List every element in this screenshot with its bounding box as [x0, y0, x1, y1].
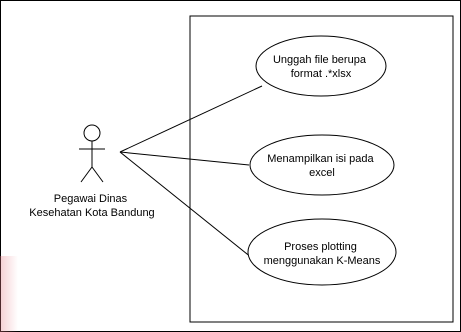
association-display — [119, 151, 250, 166]
edge-accent — [0, 256, 18, 332]
associations — [119, 85, 263, 263]
use-case-plotting: Proses plotting menggunakan K-Means — [247, 218, 397, 286]
use-case-ellipse — [249, 134, 395, 196]
use-case-display: Menampilkan isi pada excel — [249, 134, 395, 196]
actor-name-line-1: Pegawai Dinas — [54, 193, 128, 205]
use-case-line: menggunakan K-Means — [264, 255, 381, 267]
use-case-label: Unggah file berupa format .*xlsx — [273, 54, 369, 80]
actor-left-leg — [80, 166, 93, 183]
use-case-ellipse — [247, 218, 397, 286]
use-case-line: Unggah file berupa — [273, 54, 367, 66]
actor-right-leg — [91, 166, 104, 183]
use-case-line: Menampilkan isi pada — [267, 153, 374, 165]
association-upload — [119, 85, 263, 153]
actor-head — [83, 124, 101, 142]
system-boundary — [189, 15, 454, 323]
use-case-label: Proses plotting menggunakan K-Means — [264, 241, 381, 267]
use-case-upload: Unggah file berupa format .*xlsx — [255, 35, 387, 97]
association-plotting — [119, 151, 258, 263]
actor-name-line-2: Kesehatan Kota Bandung — [29, 207, 154, 219]
actor-figure — [79, 124, 105, 183]
use-case-line: format .*xlsx — [291, 68, 352, 80]
use-case-label: Menampilkan isi pada excel — [267, 153, 376, 179]
use-case-ellipse — [255, 35, 387, 97]
actor-name: Pegawai Dinas Kesehatan Kota Bandung — [29, 193, 154, 219]
use-case-line: Proses plotting — [284, 241, 357, 253]
use-case-line: excel — [309, 167, 335, 179]
